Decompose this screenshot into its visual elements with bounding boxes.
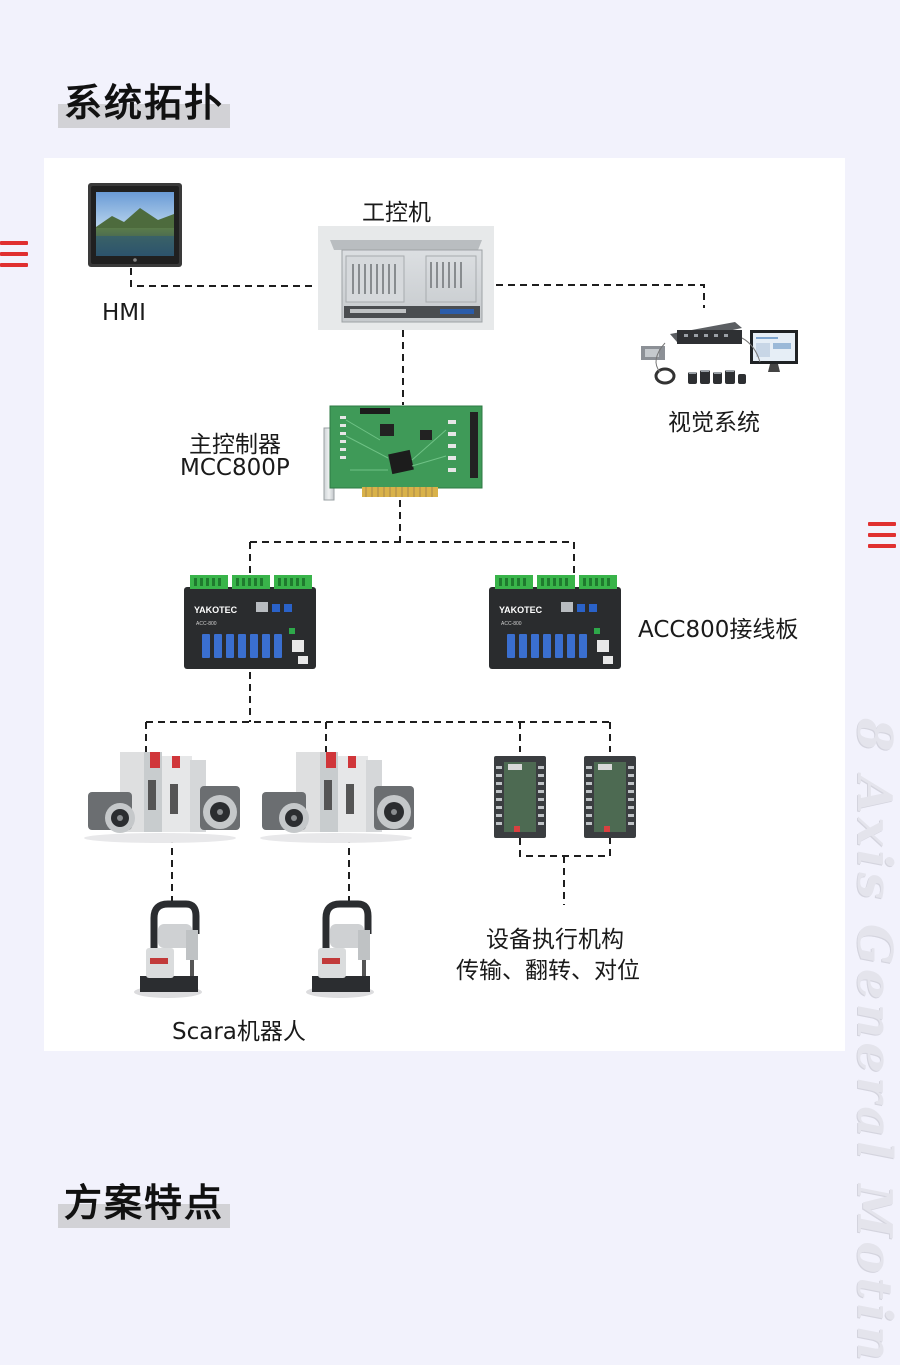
label-actuators: 设备执行机构: [486, 927, 624, 953]
label-controller-model: MCC800P: [180, 455, 290, 481]
servo-set-right: [260, 752, 414, 843]
label-hmi: HMI: [102, 300, 146, 326]
section-title-topology: 系统拓扑: [58, 78, 231, 128]
ipc-device: [318, 226, 494, 330]
label-vision-system: 视觉系统: [668, 410, 760, 436]
label-actuator-functions: 传输、翻转、对位: [456, 958, 640, 984]
controller-card-device: [323, 405, 483, 501]
terminal-board-right: YAKOTEC ACC-800: [489, 575, 621, 669]
link-hmi-ipc: [130, 268, 316, 287]
servo-set-left: [84, 752, 240, 843]
left-red-marks: [0, 241, 28, 274]
link-io-actuators: [519, 838, 611, 905]
link-ipc-vision: [496, 284, 705, 308]
vision-system-device: [641, 322, 798, 385]
label-ipc: 工控机: [362, 200, 431, 226]
watermark-text: 8 Axis General Motin: [846, 718, 900, 1365]
connection-lines: [130, 268, 705, 905]
board-brand-right: YAKOTEC: [499, 605, 543, 615]
label-controller-cn: 主控制器: [189, 432, 281, 458]
scara-robot-left: [134, 900, 202, 998]
right-red-marks: [868, 522, 896, 555]
board-brand-left: YAKOTEC: [194, 605, 238, 615]
io-module-right: [584, 756, 636, 838]
label-scara-robot: Scara机器人: [172, 1019, 306, 1045]
scara-robot-right: [306, 900, 374, 998]
hmi-device: [88, 183, 182, 267]
io-module-left: [494, 756, 546, 838]
board-model-right: ACC-800: [501, 621, 522, 627]
section-title-features: 方案特点: [58, 1178, 231, 1228]
board-model-left: ACC-800: [196, 621, 217, 627]
label-terminal-board: ACC800接线板: [638, 617, 799, 643]
link-controller-boards: [249, 500, 575, 575]
terminal-board-left: YAKOTEC ACC-800: [184, 575, 316, 669]
link-board-devices: [145, 672, 611, 752]
topology-diagram: YAKOTEC ACC-800 YAKOTEC ACC-800: [84, 183, 798, 998]
